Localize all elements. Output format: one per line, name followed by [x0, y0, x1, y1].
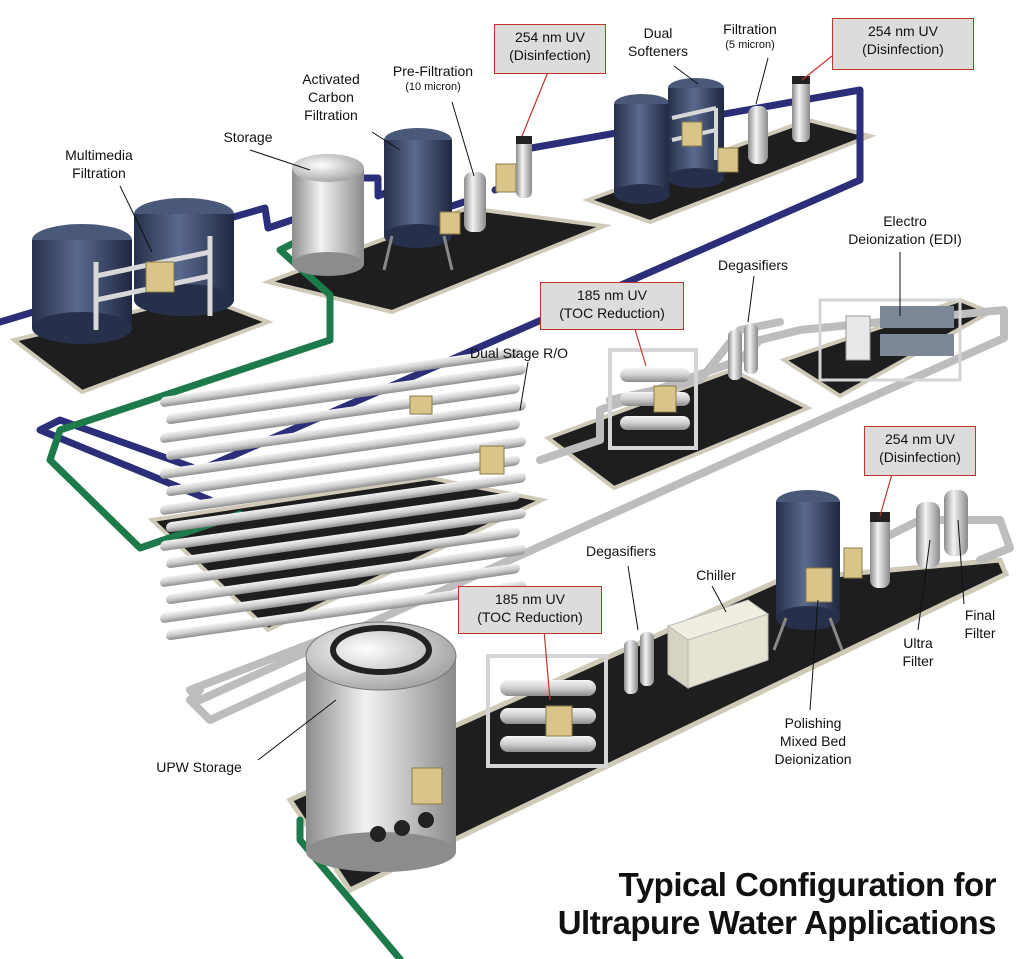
platform-multimedia — [9, 293, 274, 395]
label-degasifiers-bottom: Degasifiers — [574, 542, 668, 560]
ro-membrane-tube — [160, 563, 520, 623]
label-line: Final — [964, 607, 996, 623]
label-line: Activated — [302, 71, 360, 87]
label-line: Filter — [902, 653, 934, 669]
ro-membrane-tube — [166, 580, 526, 641]
blue-feed-pipe — [0, 86, 864, 504]
title-line-2: Ultrapure Water Applications — [557, 904, 997, 941]
callout-line: 254 nm UV — [884, 431, 956, 447]
white-loop-lower — [186, 516, 1014, 724]
upw-storage-tank — [305, 621, 457, 872]
label-line: Ultra — [903, 635, 933, 651]
ro-membrane-tube — [166, 436, 526, 497]
control-box — [409, 395, 433, 415]
label-filtration-5-micron: Filtration (5 micron) — [710, 20, 790, 52]
ultra-and-final-filters — [916, 490, 968, 568]
degasifiers-bottom — [624, 632, 654, 694]
degasifiers-top — [728, 324, 758, 380]
callout-185uv-top: 185 nm UV (TOC Reduction) — [540, 282, 684, 330]
ro-membrane-tube — [166, 544, 526, 605]
ro-membrane-tube — [160, 419, 520, 479]
label-line: UPW Storage — [156, 759, 242, 775]
label-line: Deionization (EDI) — [848, 231, 962, 247]
callout-line: (Disinfection) — [509, 47, 591, 63]
label-line: Degasifiers — [585, 543, 657, 559]
control-box — [145, 261, 175, 293]
label-line: Filtration — [723, 21, 777, 37]
callout-line: 185 nm UV — [576, 287, 648, 303]
label-upw-storage: UPW Storage — [136, 758, 262, 776]
label-line: Electro — [883, 213, 927, 229]
label-chiller: Chiller — [684, 566, 748, 584]
storage-tank — [292, 154, 364, 276]
callout-185uv-bottom: 185 nm UV (TOC Reduction) — [458, 586, 602, 634]
label-activated-carbon: Activated Carbon Filtration — [286, 70, 376, 124]
label-dual-softeners: Dual Softeners — [618, 24, 698, 60]
label-line: (10 micron) — [405, 81, 461, 93]
label-line: Multimedia — [65, 147, 133, 163]
green-product-pipe — [46, 236, 404, 959]
dual-softeners — [614, 76, 810, 204]
label-line: Mixed Bed — [779, 733, 847, 749]
label-line: Filtration — [72, 165, 126, 181]
control-box — [479, 445, 505, 475]
callout-lines — [521, 55, 893, 701]
label-line: Storage — [223, 129, 273, 145]
label-line: Chiller — [696, 567, 736, 583]
callout-line: (TOC Reduction) — [559, 305, 665, 321]
label-line: Polishing — [784, 715, 842, 731]
uv254-lower-unit — [870, 512, 890, 588]
ro-membrane-tube — [160, 347, 520, 407]
label-dual-stage-ro: Dual Stage R/O — [464, 344, 574, 362]
ro-membrane-tube — [160, 527, 520, 587]
ro-membrane-tube — [166, 472, 526, 533]
ro-tube-bank — [160, 347, 526, 641]
callout-line: (TOC Reduction) — [477, 609, 583, 625]
label-electro-edi: Electro Deionization (EDI) — [840, 212, 970, 248]
leader-lines — [119, 57, 965, 761]
ro-membrane-tube — [166, 508, 526, 569]
diagram-title: Typical Configuration for Ultrapure Wate… — [557, 866, 997, 942]
chiller-unit — [666, 599, 770, 689]
ro-membrane-tube — [160, 455, 520, 515]
label-storage: Storage — [210, 128, 286, 146]
ro-membrane-tube — [166, 364, 526, 425]
callout-line: 254 nm UV — [514, 29, 586, 45]
callout-line: 185 nm UV — [494, 591, 566, 607]
callout-line: 254 nm UV — [867, 23, 939, 39]
label-line: Pre-Filtration — [392, 63, 474, 79]
title-line-1: Typical Configuration for — [618, 866, 997, 903]
uv185-bottom-unit — [486, 654, 608, 768]
label-line: Softeners — [628, 43, 688, 59]
label-line: Carbon — [308, 89, 354, 105]
callout-254uv-first: 254 nm UV (Disinfection) — [494, 24, 606, 74]
ro-membrane-tube — [160, 491, 520, 551]
callout-line: (Disinfection) — [862, 41, 944, 57]
label-line: Deionization — [774, 751, 852, 767]
label-line: Filter — [964, 625, 996, 641]
label-multimedia-filtration: Multimedia Filtration — [54, 146, 144, 182]
label-line: Dual — [643, 25, 673, 41]
label-line: Dual Stage R/O — [469, 345, 569, 361]
label-final-filter: Final Filter — [950, 606, 1010, 642]
pipes — [0, 86, 1014, 959]
label-degasifiers-top: Degasifiers — [706, 256, 800, 274]
ro-membrane-tube — [166, 400, 526, 461]
label-prefiltration: Pre-Filtration (10 micron) — [380, 62, 486, 94]
polishing-tank — [772, 490, 863, 651]
multimedia-tanks — [32, 198, 234, 344]
prefilter-housing — [464, 136, 532, 232]
label-polishing-mixed-bed: Polishing Mixed Bed Deionization — [758, 714, 868, 768]
label-ultra-filter: Ultra Filter — [888, 634, 948, 670]
callout-254uv-second: 254 nm UV (Disinfection) — [832, 18, 974, 70]
carbon-tank — [382, 128, 461, 271]
callout-254uv-lower: 254 nm UV (Disinfection) — [864, 426, 976, 476]
edi-unit — [818, 298, 962, 382]
label-line: Degasifiers — [717, 257, 789, 273]
label-line: Filtration — [304, 107, 358, 123]
label-line: (5 micron) — [725, 39, 775, 51]
uv185-top-unit — [608, 348, 698, 450]
callout-line: (Disinfection) — [879, 449, 961, 465]
